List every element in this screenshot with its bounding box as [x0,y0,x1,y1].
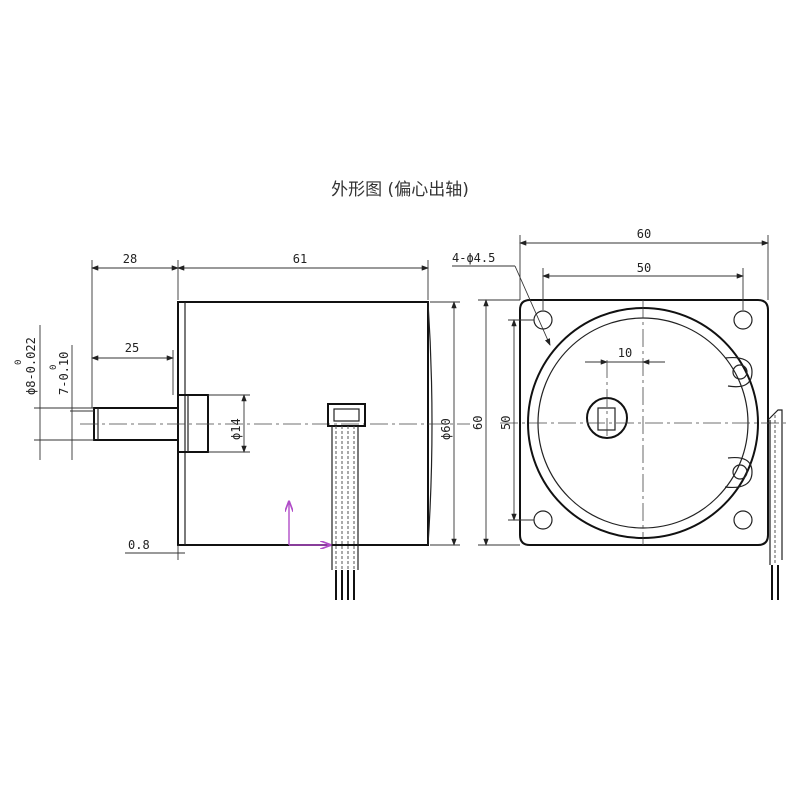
side-view: 28 61 25 ϕ8-0.022 0 7-0.10 0 ϕ14 ϕ60 0.8 [14,252,470,600]
dim-flat: 7-0.10 [57,352,71,395]
wire-connector [327,403,366,600]
dim-holes: 4-ϕ4.5 [452,251,495,265]
mount-hole [533,310,553,330]
dim-flange-thickness: 0.8 [128,538,150,552]
svg-text:0: 0 [49,365,59,370]
dim-61: 61 [293,252,307,266]
svg-text:0: 0 [14,360,24,365]
dim-offset: 10 [618,346,632,360]
flange-boss [177,394,209,453]
dim-hole-spacing-h: 50 [637,261,651,275]
drawing-title: 外形图 (偏心出轴) [331,180,469,200]
dim-boss-diameter: ϕ14 [229,418,243,440]
dim-28: 28 [123,252,137,266]
dim-shaft-diameter: ϕ8-0.022 [24,337,38,395]
mount-hole [533,510,553,530]
front-view: 60 50 60 50 4-ϕ4.5 10 [452,227,790,600]
shaft [93,407,179,441]
dim-width: 60 [637,227,651,241]
mount-hole [733,310,753,330]
dim-body-diameter: ϕ60 [439,418,453,440]
dim-hole-spacing-v: 50 [499,416,513,430]
mounting-plate [519,299,769,546]
motor-body [177,301,429,546]
mount-hole [733,510,753,530]
dim-25: 25 [125,341,139,355]
dim-height: 60 [471,416,485,430]
axis-indicator-arrows [289,502,330,545]
